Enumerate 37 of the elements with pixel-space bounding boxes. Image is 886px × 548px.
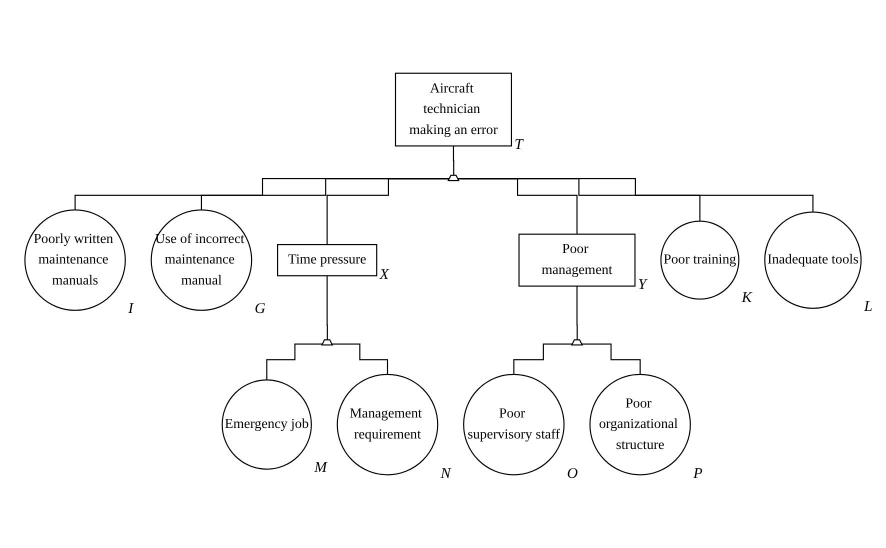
node-circle: Management requirement (336, 374, 438, 476)
connector (513, 343, 573, 375)
node-tag: K (742, 291, 752, 306)
node-tag: P (693, 466, 703, 482)
connector (458, 178, 578, 235)
node-gate (447, 174, 460, 182)
connector (452, 145, 454, 176)
node-circle: Poorly written maintenance manuals (24, 209, 126, 311)
connector (576, 286, 578, 341)
node-box: Time pressure (277, 244, 378, 276)
node-circle: Poor training (660, 220, 740, 300)
connector (458, 178, 814, 213)
node-circle: Emergency job (222, 379, 312, 470)
connector (266, 344, 324, 381)
node-gate (570, 339, 584, 346)
node-tag: L (864, 300, 872, 316)
node-tag: O (567, 466, 578, 482)
node-tag: I (128, 302, 134, 318)
node-circle: Poor organizational structure (589, 374, 691, 476)
node-tag: Y (638, 278, 646, 294)
node-tag: M (314, 461, 327, 476)
connector (582, 343, 641, 375)
node-box: Poor management (518, 234, 636, 287)
node-tag: X (380, 268, 389, 283)
connector (326, 178, 450, 246)
connector (332, 344, 388, 375)
node-gate (321, 339, 334, 346)
node-circle: Use of incorrect maintenance manual (150, 209, 252, 311)
node-tag: G (254, 302, 266, 318)
node-tag: N (440, 466, 451, 482)
connector (326, 275, 328, 341)
node-box: Aircraft technician making an error (394, 72, 512, 146)
connector (200, 178, 450, 211)
node-tag: T (514, 138, 523, 153)
node-circle: Poor supervisory staff (463, 374, 565, 476)
connector (74, 178, 450, 211)
node-circle: Inadequate tools (764, 211, 862, 309)
